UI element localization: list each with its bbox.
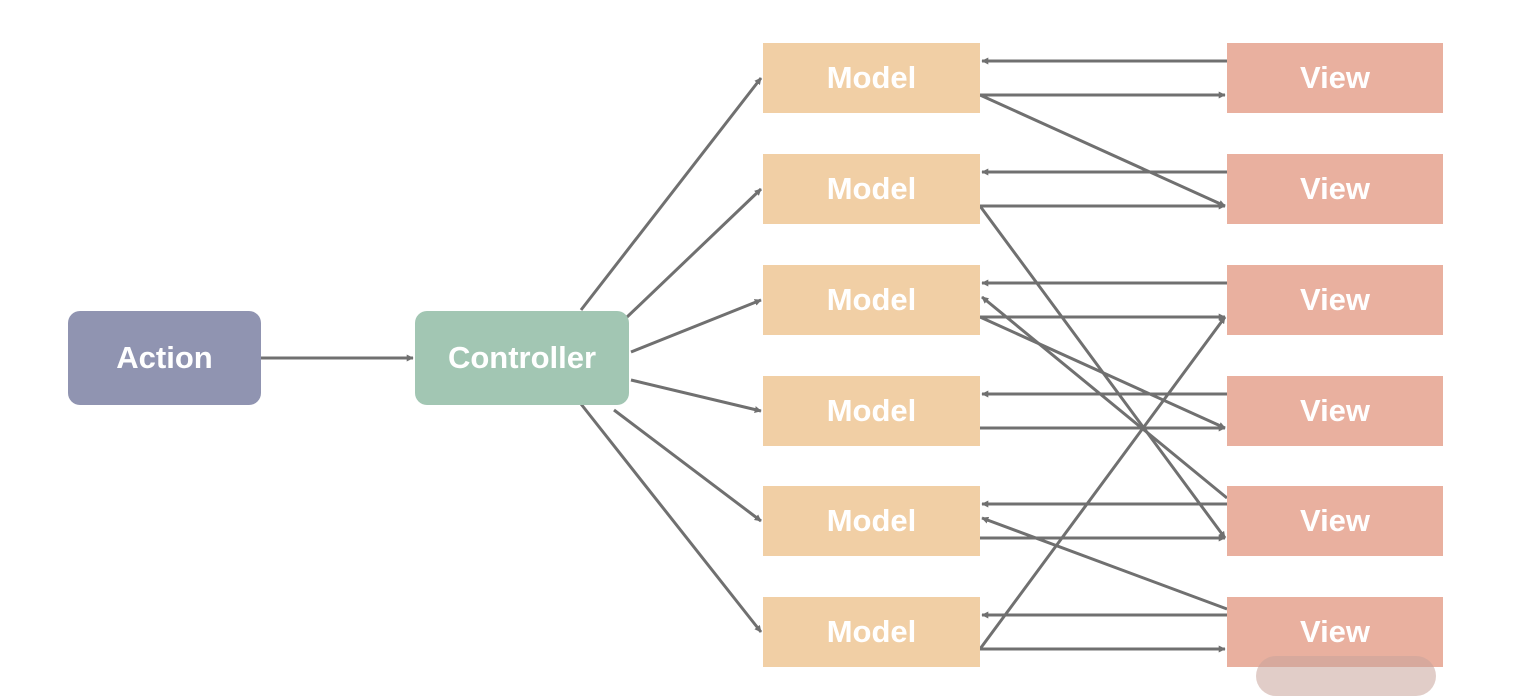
controller-to-model-arrow-4 xyxy=(630,378,762,413)
view-label: View xyxy=(1299,171,1371,206)
model-label: Model xyxy=(826,60,917,95)
model-to-view-arrow-3-4 xyxy=(979,315,1226,430)
model-node-3: Model xyxy=(763,265,980,335)
view-node-1: View xyxy=(1227,43,1443,113)
model-node-5: Model xyxy=(763,486,980,556)
view-node-6: View xyxy=(1227,597,1443,667)
view-node-5: View xyxy=(1227,486,1443,556)
controller-to-model-arrow-5 xyxy=(613,408,762,523)
view-label: View xyxy=(1299,614,1371,649)
controller-to-model-arrow-2 xyxy=(624,187,763,320)
controller-node: Controller xyxy=(415,311,629,405)
view-node-4: View xyxy=(1227,376,1443,446)
view-node-3: View xyxy=(1227,265,1443,335)
controller-to-model-arrow-1 xyxy=(579,77,763,311)
view-label: View xyxy=(1299,503,1371,538)
controller-to-model-arrow-3 xyxy=(630,298,762,354)
model-node-1: Model xyxy=(763,43,980,113)
model-label: Model xyxy=(826,393,917,428)
model-to-view-arrow-6-3 xyxy=(978,316,1227,650)
view-node-2: View xyxy=(1227,154,1443,224)
model-label: Model xyxy=(826,171,917,206)
model-node-6: Model xyxy=(763,597,980,667)
model-label: Model xyxy=(826,503,917,538)
model-label: Model xyxy=(826,614,917,649)
controller-label: Controller xyxy=(447,340,597,375)
action-node: Action xyxy=(68,311,261,405)
model-to-view-arrow-1-2 xyxy=(979,93,1226,208)
controller-to-model-arrow-6 xyxy=(579,403,763,633)
action-label: Action xyxy=(116,340,213,375)
connection-lines xyxy=(261,57,1228,653)
view-to-model-cross-arrow-5-3 xyxy=(981,295,1228,500)
model-node-2: Model xyxy=(763,154,980,224)
model-label: Model xyxy=(826,282,917,317)
view-label: View xyxy=(1299,60,1371,95)
partial-overlay-shape xyxy=(1256,656,1436,696)
view-to-model-cross-arrow-6-5 xyxy=(981,516,1228,611)
view-label: View xyxy=(1299,393,1371,428)
model-node-4: Model xyxy=(763,376,980,446)
view-label: View xyxy=(1299,282,1371,317)
